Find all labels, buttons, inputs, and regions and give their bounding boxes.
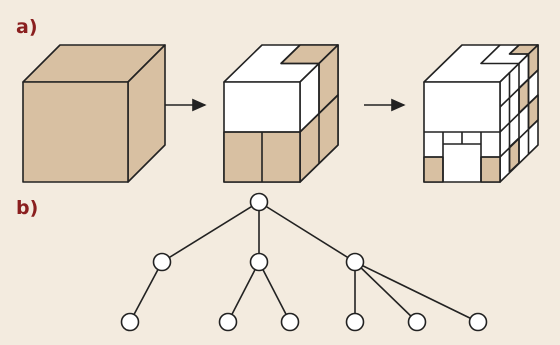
tree-edge [354,261,479,323]
subdivided-cube-level-2 [423,44,539,183]
solid-cube [22,44,166,183]
tree-node [249,252,269,272]
cube1-front-face [22,81,129,183]
tree-leaf-node [345,312,365,332]
tree-edge [161,201,260,263]
tree-edge [227,261,260,323]
tree-edge [354,261,418,323]
cube3-side-divider [499,119,539,158]
octree-tree [120,192,488,332]
tree-leaf-node [468,312,488,332]
cube3-front-sub-octant-2 [480,156,501,183]
subdivided-cube-level-1 [223,44,339,183]
panel-label-b: b) [16,197,39,219]
cube3-top-divider [508,44,520,55]
tree-node-root [249,192,269,212]
tree-leaf-node [218,312,238,332]
cube3-front-sub-octant-1 [423,156,444,183]
tree-node [345,252,365,272]
tree-leaf-node [120,312,140,332]
cube3-side-divider [499,94,539,133]
tree-leaf-node [407,312,427,332]
cube2-side-divider [299,94,339,133]
tree-node [152,252,172,272]
tree-edge [258,261,291,323]
tree-edge [129,261,163,323]
panel-label-a: a) [16,16,38,38]
tree-edge [258,201,356,263]
tree-leaf-node [280,312,300,332]
cube2-top-divider [280,44,301,65]
cube3-side-divider [499,69,539,108]
